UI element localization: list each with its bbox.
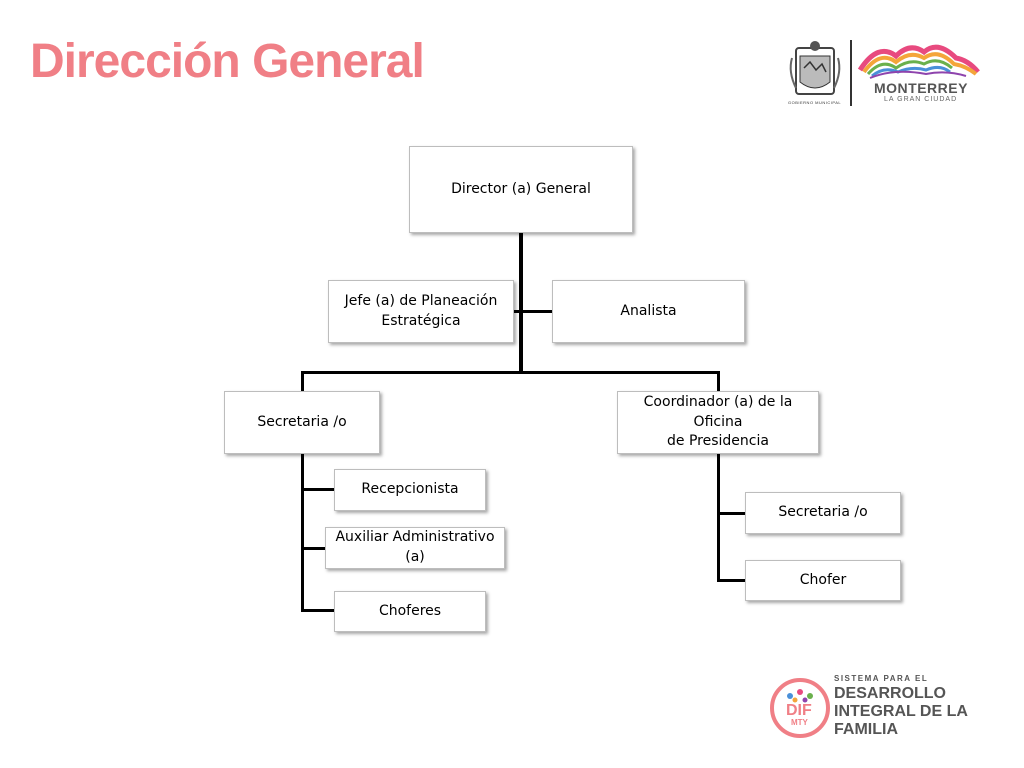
coat-of-arms-icon <box>789 40 980 106</box>
connector-choferes <box>301 609 334 612</box>
connector-recepcionista <box>301 488 334 491</box>
node-secretaria-left: Secretaria /o <box>224 391 380 454</box>
connector-auxiliar <box>301 547 325 550</box>
dif-badge-text: DIF <box>786 702 812 719</box>
monterrey-tagline: LA GRAN CIUDAD <box>884 96 958 103</box>
node-chofer: Chofer <box>745 560 901 601</box>
connector-right-drop <box>717 371 720 391</box>
dif-line-1: SISTEMA PARA EL <box>834 674 929 683</box>
connector-left-drop <box>301 371 304 391</box>
connector-secretaria-right <box>717 512 745 515</box>
node-secretaria-right: Secretaria /o <box>745 492 901 534</box>
dif-badge-sub: MTY <box>791 718 808 727</box>
node-auxiliar-administrativo: Auxiliar Administrativo (a) <box>325 527 505 569</box>
connector-horizontal-main <box>301 371 720 374</box>
dif-line-4: FAMILIA <box>834 721 898 738</box>
connector-jefe <box>514 310 521 313</box>
node-director-general: Director (a) General <box>409 146 633 233</box>
connector-analista <box>521 310 552 313</box>
node-jefe-planeacion: Jefe (a) de Planeación Estratégica <box>328 280 514 343</box>
connector-right-branch <box>717 454 720 582</box>
dif-line-2: DESARROLLO <box>834 685 946 702</box>
node-coordinador: Coordinador (a) de la Oficina de Preside… <box>617 391 819 454</box>
monterrey-name: MONTERREY <box>874 80 968 96</box>
dif-line-3: INTEGRAL DE LA <box>834 703 968 720</box>
node-analista: Analista <box>552 280 745 343</box>
monterrey-logo: MONTERREY LA GRAN CIUDAD GOBIERNO MUNICI… <box>786 38 986 110</box>
connector-chofer <box>717 579 745 582</box>
connector-director-down <box>519 233 523 373</box>
dif-badge-icon <box>770 678 830 738</box>
connector-left-branch <box>301 454 304 612</box>
node-choferes: Choferes <box>334 591 486 632</box>
dif-logo: DIF MTY SISTEMA PARA EL DESARROLLO INTEG… <box>768 672 988 742</box>
node-recepcionista: Recepcionista <box>334 469 486 511</box>
page-title: Dirección General <box>30 35 425 88</box>
gobierno-municipal-text: GOBIERNO MUNICIPAL <box>788 100 842 105</box>
